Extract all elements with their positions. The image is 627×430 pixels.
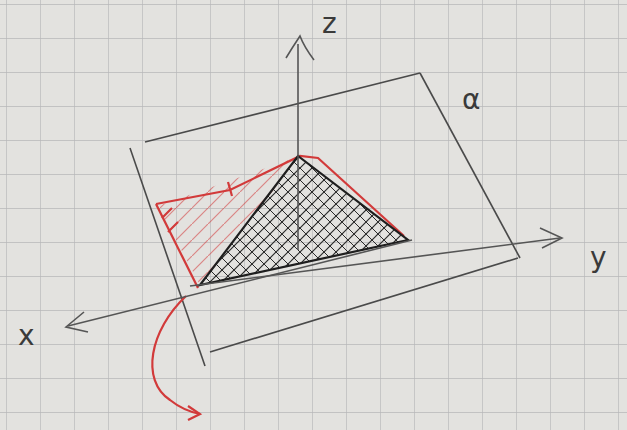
axis-label: x <box>18 322 35 350</box>
triangle <box>200 156 408 285</box>
plane-label: α <box>462 86 480 114</box>
axis-label: y <box>590 244 607 272</box>
axis-label: z <box>322 10 337 38</box>
axes <box>66 36 562 332</box>
plane <box>130 73 520 366</box>
